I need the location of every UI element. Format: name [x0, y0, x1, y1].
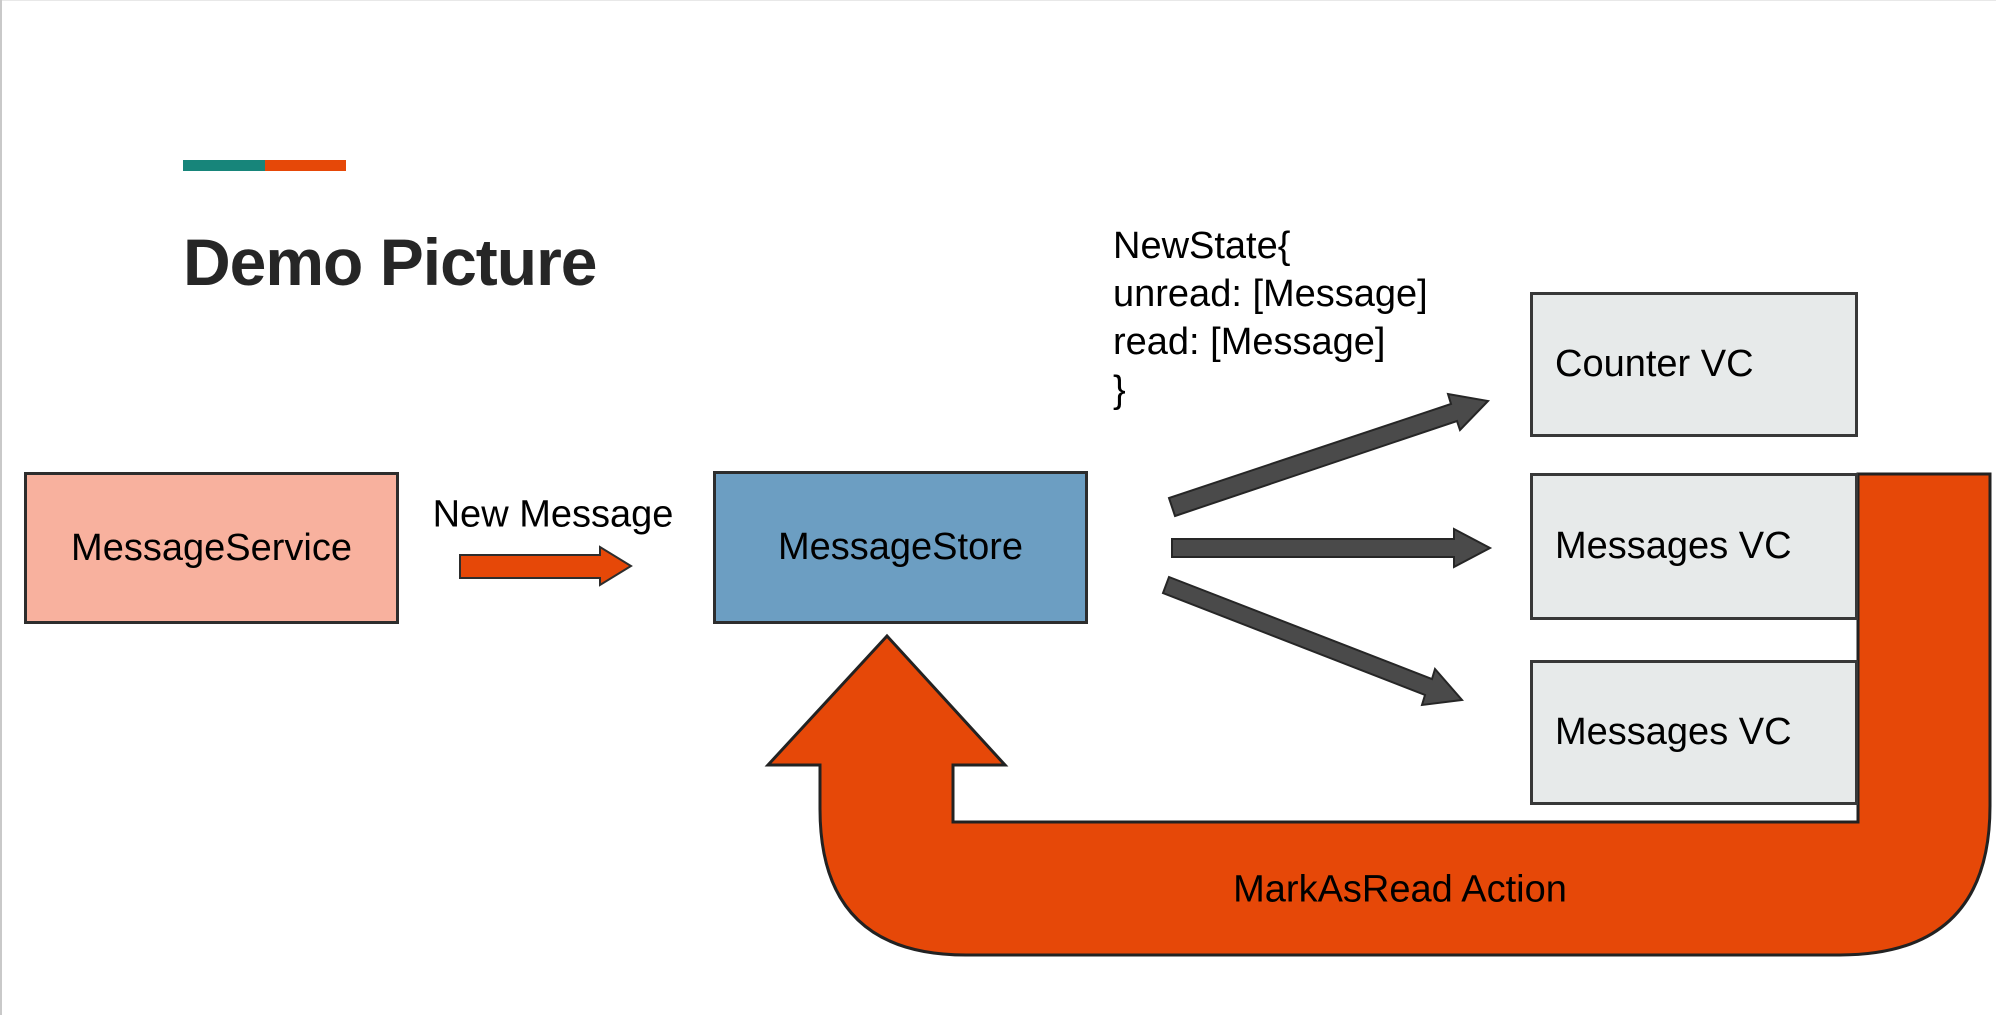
node-messages-vc-2-label: Messages VC [1555, 711, 1792, 753]
new-state-line-1: NewState{ [1113, 225, 1291, 267]
new-state-line-3: read: [Message] [1113, 321, 1386, 363]
new-message-arrow-icon [459, 545, 633, 587]
node-counter-vc-label: Counter VC [1555, 343, 1754, 385]
node-message-store-label: MessageStore [777, 526, 1023, 568]
store-to-counter-arrow-icon [1167, 392, 1491, 518]
new-state-line-4: } [1113, 369, 1126, 411]
slide-top-edge-line [0, 0, 1996, 1]
new-state-annotation: NewState{ unread: [Message] read: [Messa… [1113, 222, 1428, 414]
new-message-edge-label: New Message [432, 493, 674, 536]
node-counter-vc: Counter VC [1530, 292, 1858, 437]
slide-left-edge-line [0, 0, 2, 1015]
mark-as-read-arrow-icon [764, 472, 1992, 957]
new-state-line-2: unread: [Message] [1113, 273, 1428, 315]
node-message-service-label: MessageService [71, 526, 352, 569]
node-message-store: MessageStore [713, 471, 1088, 624]
accent-bar-orange-segment [265, 160, 346, 171]
node-messages-vc-1: Messages VC [1530, 473, 1858, 620]
node-messages-vc-1-label: Messages VC [1555, 525, 1792, 567]
node-messages-vc-2: Messages VC [1530, 660, 1858, 805]
node-message-service: MessageService [24, 472, 399, 624]
page-title: Demo Picture [183, 225, 597, 299]
store-to-messages1-arrow-icon [1171, 527, 1493, 569]
accent-bar-teal-segment [183, 160, 265, 171]
mark-as-read-edge-label: MarkAsRead Action [1233, 868, 1567, 911]
store-to-messages2-arrow-icon [1161, 575, 1464, 707]
title-accent-bar [183, 160, 346, 171]
